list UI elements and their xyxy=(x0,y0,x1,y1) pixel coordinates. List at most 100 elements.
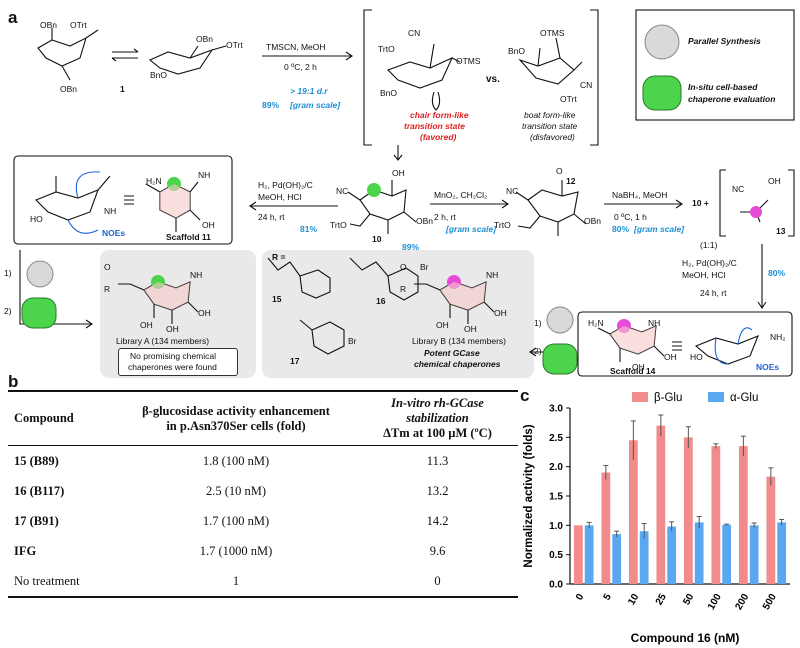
libA-parallel-icon xyxy=(26,260,54,288)
noes-label-1: NOEs xyxy=(102,228,126,238)
obn-label-1: OBn xyxy=(40,20,58,30)
oh-libA-2: OH xyxy=(166,324,179,334)
r-libB: R xyxy=(400,284,407,294)
oh-libB-2: OH xyxy=(464,324,477,334)
obn-label-2: OBn xyxy=(60,84,78,94)
ho-s11: HO xyxy=(30,214,43,224)
cell-evaluation-icon xyxy=(642,75,682,111)
oh-13: OH xyxy=(768,176,781,186)
y-tick-label: 2.5 xyxy=(549,433,563,444)
bno-ts: BnO xyxy=(380,88,398,98)
nabh4-cond: 0 ºC, 1 h xyxy=(614,212,647,222)
libB-note-1: Potent GCase xyxy=(424,348,480,358)
vs-label: vs. xyxy=(486,74,500,85)
libA-cell-icon xyxy=(21,297,57,329)
legend-cell-text-1: In-situ cell-based xyxy=(688,82,758,92)
oh-s14: OH xyxy=(664,352,677,362)
ts-boat-1: boat form-like xyxy=(524,110,576,120)
mno2-reagent: MnO₂, CH₂Cl₂ xyxy=(434,190,488,200)
x-tick-label: 100 xyxy=(706,592,724,612)
table-header-compound: Compound xyxy=(14,411,74,425)
table-row: 17 (B91)1.7 (100 nM)14.2 xyxy=(14,513,449,528)
oh-libB-3: OH xyxy=(436,320,449,330)
legend-swatch-alpha xyxy=(708,392,724,402)
x-tick-label: 200 xyxy=(733,592,751,612)
nc-12: NC xyxy=(506,186,519,196)
libA-note-2: chaperones were found xyxy=(128,362,217,372)
oh-10: OH xyxy=(392,168,405,178)
cn-boat: CN xyxy=(580,80,593,90)
noes-label-2: NOEs xyxy=(756,362,780,372)
legend-label-beta: β-Glu xyxy=(654,392,682,404)
x-tick-label: 0 xyxy=(574,592,587,603)
br-17: Br xyxy=(348,336,357,346)
otms-boat: OTMS xyxy=(540,28,565,38)
h2b-solvent: MeOH, HCl xyxy=(682,270,726,280)
y-tick-label: 3.0 xyxy=(549,404,563,415)
y-tick-label: 0.0 xyxy=(549,580,563,591)
y-tick-label: 1.5 xyxy=(549,492,563,503)
oh-libB-1: OH xyxy=(494,308,507,318)
x-tick-label: 500 xyxy=(761,592,779,612)
ts-chair-3: (favored) xyxy=(420,132,457,142)
step-2-left: 2) xyxy=(4,306,12,316)
yield-11: 81% xyxy=(300,224,318,234)
table-row: 15 (B89)1.8 (100 nM)11.3 xyxy=(14,453,449,468)
bno-label-1: BnO xyxy=(150,70,168,80)
h2-time: 24 h, rt xyxy=(258,212,285,222)
nh-s11: NH xyxy=(104,206,117,216)
parallel-synthesis-icon xyxy=(644,24,680,60)
scaffold-14-label: Scaffold 14 xyxy=(610,366,656,376)
bar-alpha xyxy=(749,525,759,584)
cond-1: 0 ºC, 2 h xyxy=(284,62,317,72)
y-axis-title: Normalized activity (folds) xyxy=(523,424,535,567)
cn-ts: CN xyxy=(408,28,421,38)
obn-label-3: OBn xyxy=(196,34,214,44)
oh-libA-1: OH xyxy=(198,308,211,318)
oh-s14-2: OH xyxy=(632,362,645,372)
libA-note-box xyxy=(118,348,238,376)
scheme-graphics xyxy=(13,9,795,377)
cmpd10-marker xyxy=(367,183,381,197)
obn-12: OBn xyxy=(584,216,602,226)
h2-solvent: MeOH, HCl xyxy=(258,192,302,202)
br-16: Br xyxy=(420,262,429,272)
trto-12: TrtO xyxy=(494,220,511,230)
libA-note-1: No promising chemical xyxy=(130,351,216,361)
h2-reagent: H₂, Pd(OH)₂/C xyxy=(258,180,313,190)
x-tick-label: 5 xyxy=(602,592,615,603)
libA-label: Library A (134 members) xyxy=(116,336,210,346)
x-tick-label: 50 xyxy=(681,592,696,608)
ts-boat-3: (disfavored) xyxy=(530,132,575,142)
step-1-right: 1) xyxy=(534,318,542,328)
libB-parallel-icon xyxy=(546,306,574,334)
o-minus-12: O xyxy=(556,166,563,176)
plus-10: 10 + xyxy=(692,198,709,208)
nabh4-reagent: NaBH₄, MeOH xyxy=(612,190,668,200)
sub-17-label: 17 xyxy=(290,356,300,366)
libB-label: Library B (134 members) xyxy=(412,336,507,346)
nc-10: NC xyxy=(336,186,349,196)
trto-10: TrtO xyxy=(330,220,347,230)
step-1-left: 1) xyxy=(4,268,12,278)
sub-16-label: 16 xyxy=(376,296,386,306)
otrt-boat: OTrt xyxy=(560,94,577,104)
gram-scale-2: [gram scale] xyxy=(446,224,497,234)
ts-chair-1: chair form-like xyxy=(410,110,469,120)
y-tick-label: 0.5 xyxy=(549,550,563,561)
bar-beta xyxy=(656,425,666,584)
legend-parallel-text: Parallel Synthesis xyxy=(688,36,761,46)
nh2-s14: NH₂ xyxy=(770,332,786,342)
libB-note-2: chemical chaperones xyxy=(414,359,501,369)
scaffold-11-label: Scaffold 11 xyxy=(166,232,211,242)
cmpd-1-label: 1 xyxy=(120,84,125,94)
legend-swatch-beta xyxy=(632,392,648,402)
sub-15-label: 15 xyxy=(272,294,282,304)
ts-chair-2: transition state xyxy=(404,121,465,131)
nh-s14: NH xyxy=(648,318,661,328)
yield-10: 89% xyxy=(402,242,420,252)
